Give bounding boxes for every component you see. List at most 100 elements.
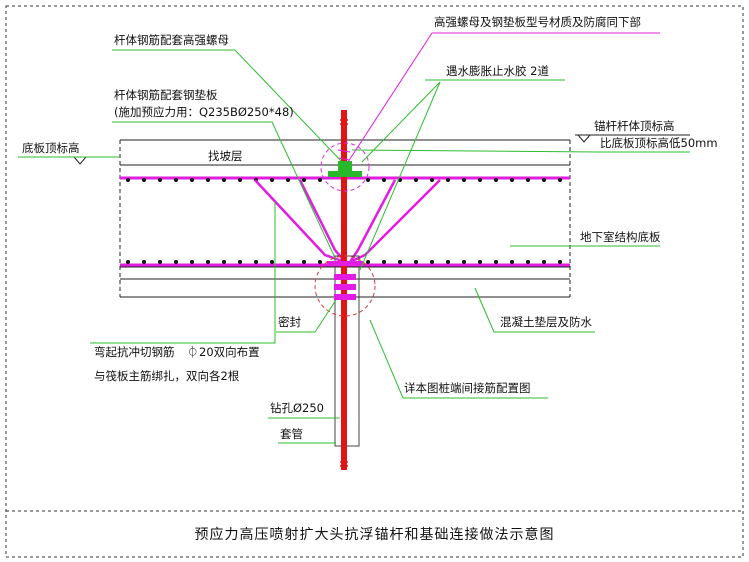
leader-material — [347, 32, 433, 163]
rebar-dot — [302, 260, 306, 264]
rebar-dot — [478, 178, 482, 182]
rebar-dot — [542, 260, 546, 264]
leader-lines-magenta — [347, 32, 660, 163]
level-marks — [18, 134, 690, 165]
rebar-dot — [158, 178, 162, 182]
rebar-dot — [222, 260, 226, 264]
leader-lower-50 — [351, 149, 599, 153]
rebar-dot — [270, 178, 274, 182]
rebar-dot — [190, 260, 194, 264]
outer-border — [5, 5, 744, 558]
rebar-dot — [430, 260, 434, 264]
top-nut — [338, 161, 352, 171]
label-rebar-line2: 20双向布置 — [199, 345, 260, 359]
bent-rebar-right-outer — [349, 179, 441, 264]
rebar-dot — [542, 178, 546, 182]
leader-lines — [18, 49, 690, 444]
rebar-dot — [142, 178, 146, 182]
leader-rebar — [90, 202, 276, 344]
leader-waterstop-2 — [359, 81, 441, 271]
drawing-caption: 预应力高压喷射扩大头抗浮锚杆和基础连接做法示意图 — [194, 527, 555, 543]
label-seal: 密封 — [278, 315, 301, 329]
bottom-detail-circle — [314, 255, 376, 317]
caption-box: 预应力高压喷射扩大头抗浮锚杆和基础连接做法示意图 — [6, 511, 743, 557]
rebar-dot — [318, 260, 322, 264]
rebar-dot — [430, 178, 434, 182]
leader-seal — [276, 299, 337, 333]
label-basement-slab: 地下室结构底板 — [580, 230, 661, 244]
rebar-dots — [126, 178, 562, 264]
rebar-dot — [238, 260, 242, 264]
rebar-dot — [526, 260, 530, 264]
rebar-dot — [254, 260, 258, 264]
rebar-dot — [414, 260, 418, 264]
bent-rebar-right-inner — [348, 179, 397, 263]
leader-cushion — [474, 287, 495, 333]
rebar-dot — [174, 178, 178, 182]
rebar-dot — [270, 260, 274, 264]
rebar-dot — [494, 178, 498, 182]
rebar-dot — [494, 260, 498, 264]
rebar-dot — [366, 260, 370, 264]
rebar-dot — [462, 178, 466, 182]
label-waterstop: 遇水膨胀止水胶 2道 — [446, 64, 549, 78]
label-rebar-line3: 与筏板主筋绑扎，双向各2根 — [94, 369, 240, 383]
rebar-dot — [414, 178, 418, 182]
bent-rebar-left-inner — [298, 179, 346, 263]
rebar-dot — [558, 178, 562, 182]
bent-rebar-left-outer — [254, 179, 346, 264]
rebar-dot — [398, 260, 402, 264]
label-drill-hole: 钻孔Ø250 — [270, 401, 324, 415]
label-bottom-top-level: 底板顶标高 — [22, 141, 80, 155]
rebar-dot — [238, 178, 242, 182]
stop-ring-3 — [334, 294, 356, 300]
label-plate-line2: (施加预应力用：Q235BØ250*48) — [114, 105, 294, 119]
stop-ring-2 — [334, 284, 356, 290]
rebar-dot — [318, 178, 322, 182]
bottom-steel-plate — [327, 261, 363, 266]
rebar-dot — [446, 178, 450, 182]
top-nut-assembly — [328, 161, 362, 177]
level-triangle-right — [576, 134, 592, 143]
detail-circles — [314, 142, 376, 317]
rebar-dot — [558, 260, 562, 264]
leader-detail — [369, 319, 404, 399]
rebar-dot — [206, 178, 210, 182]
top-detail-circle — [320, 142, 370, 192]
rebar-dot — [286, 260, 290, 264]
rebar-dot — [446, 260, 450, 264]
annotation-labels: 杆体钢筋配套高强螺母 杆体钢筋配套钢垫板 (施加预应力用：Q235BØ250*4… — [22, 15, 718, 441]
rebar-dot — [382, 178, 386, 182]
leader-nut — [112, 49, 344, 164]
label-sleeve: 套管 — [280, 427, 303, 441]
rebar-dot — [302, 178, 306, 182]
rebar-dot — [526, 178, 530, 182]
rebar-dot — [190, 178, 194, 182]
rebar-dot — [462, 260, 466, 264]
label-rebar-line1: 弯起抗冲切钢筋 — [94, 345, 175, 359]
rebar-dot — [158, 260, 162, 264]
rebar-dot — [126, 260, 130, 264]
rebar-dot — [206, 260, 210, 264]
stop-ring-1 — [334, 274, 356, 280]
label-nut: 杆体钢筋配套高强螺母 — [114, 33, 229, 47]
label-anchor-top-level: 锚杆杆体顶标高 — [594, 119, 675, 133]
label-cushion: 混凝土垫层及防水 — [500, 315, 592, 329]
punching-rebars — [254, 179, 441, 264]
rebar-dot — [174, 260, 178, 264]
leader-waterstop-1 — [361, 81, 441, 163]
rebar-dot — [286, 178, 290, 182]
bottom-nut-assembly — [327, 261, 363, 300]
rebar-dot — [510, 178, 514, 182]
label-detail-ref: 详本图桩端间接筋配置图 — [404, 381, 531, 395]
top-steel-plate — [328, 171, 362, 177]
level-triangle-left — [72, 156, 88, 165]
rebar-dot — [510, 260, 514, 264]
thread-marks — [337, 149, 351, 177]
label-lower-50: 比底板顶标高低50mm — [600, 136, 718, 150]
rebar-dot — [382, 260, 386, 264]
rebar-dot — [222, 178, 226, 182]
label-material-note: 高强螺母及钢垫板型号材质及防腐同下部 — [434, 15, 641, 29]
